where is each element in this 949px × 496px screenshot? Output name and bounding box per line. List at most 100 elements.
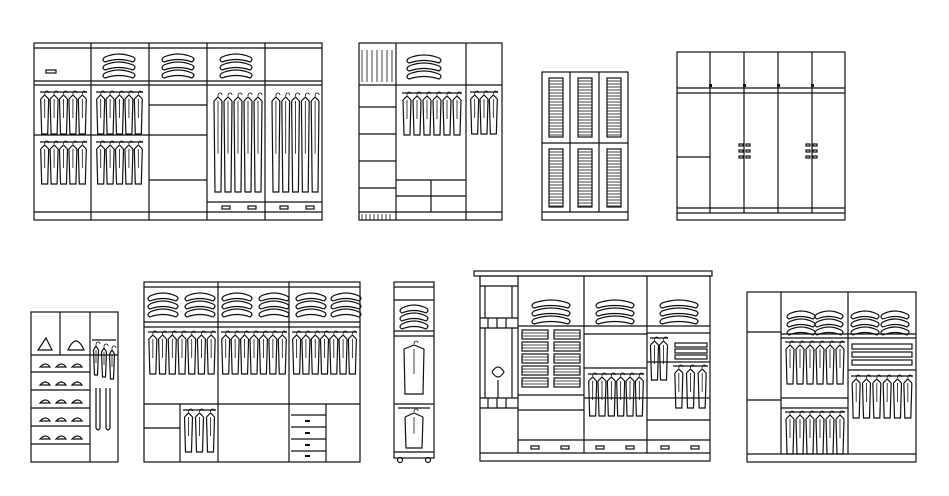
hanging-rod xyxy=(470,90,498,135)
hanging-garment-icon xyxy=(205,408,216,453)
hanging-garment-icon xyxy=(249,330,259,375)
folded-clothes-icon xyxy=(102,53,136,79)
hanging-rod xyxy=(402,91,462,136)
wardrobe-unit-1 xyxy=(33,42,323,221)
folded-clothes-icon xyxy=(880,310,910,336)
hanging-garment-icon xyxy=(347,330,357,375)
hanging-garment-icon xyxy=(157,330,168,375)
folded-clothes-icon xyxy=(161,53,195,79)
hanging-garment-icon xyxy=(685,364,696,409)
hanging-garment-icon xyxy=(785,410,795,455)
folded-clothes-icon xyxy=(850,310,880,336)
hanging-garment-icon xyxy=(221,330,231,375)
hanging-garment-icon xyxy=(488,90,498,135)
hanging-garment-icon xyxy=(148,330,158,375)
folded-clothes-icon xyxy=(786,310,816,336)
hanging-rod xyxy=(221,330,287,375)
handbag-icon xyxy=(36,336,53,351)
hanging-garment-icon xyxy=(606,372,616,417)
wardrobe-unit-9 xyxy=(746,291,917,463)
hanging-garment-icon xyxy=(301,330,311,375)
hanging-garment-icon xyxy=(785,340,795,385)
hanging-garment-icon xyxy=(815,410,825,455)
hanging-garment-icon xyxy=(77,140,87,185)
shoe-icon xyxy=(54,435,68,440)
hanging-rod xyxy=(96,90,143,135)
hanging-garment-icon xyxy=(223,92,233,193)
hanging-garment-icon xyxy=(795,410,805,455)
hanging-garment-icon xyxy=(96,90,106,135)
wardrobe-unit-5 xyxy=(30,311,119,463)
hanging-garment-icon xyxy=(167,330,177,375)
handbag-icon xyxy=(67,340,85,351)
folded-clothes-icon xyxy=(531,299,571,325)
shoe-icon xyxy=(38,417,52,422)
hanging-rod xyxy=(785,340,845,385)
hanging-garment-icon xyxy=(58,90,69,135)
hanging-garment-icon xyxy=(253,92,263,193)
hanging-garment-icon xyxy=(49,140,59,185)
hanging-garment-icon xyxy=(277,330,287,375)
shoe-icon xyxy=(54,381,68,386)
hanging-garment-icon xyxy=(49,90,59,135)
hanging-garment-icon xyxy=(108,345,117,380)
folded-clothes-icon xyxy=(295,292,327,318)
hanging-rod xyxy=(292,330,357,375)
hanging-garment-icon xyxy=(422,91,432,136)
hanging-rod xyxy=(649,336,669,381)
hanging-garment-icon xyxy=(124,140,134,185)
louver-slats-icon xyxy=(548,148,564,208)
hanging-garment-icon xyxy=(213,92,223,193)
hanging-garment-icon xyxy=(825,340,835,385)
shoe-icon xyxy=(70,399,84,404)
hanging-garment-icon xyxy=(861,374,872,419)
louver-slats-icon xyxy=(606,148,622,208)
hanging-garment-icon xyxy=(77,90,87,135)
louver-slats-icon xyxy=(548,77,564,138)
folded-clothes-icon xyxy=(399,304,429,330)
hanging-garment-icon xyxy=(194,408,205,453)
hanging-garment-icon xyxy=(96,140,106,185)
hanging-garment-icon xyxy=(319,330,330,375)
hanging-garment-icon xyxy=(114,90,125,135)
hanging-garment-icon xyxy=(872,374,882,419)
umbrella-icon xyxy=(95,388,101,431)
shoe-icon xyxy=(54,417,68,422)
louver-slats-icon xyxy=(577,77,593,138)
wardrobe-unit-2 xyxy=(358,42,503,221)
hanging-garment-icon xyxy=(805,410,815,455)
hanging-garment-icon xyxy=(196,330,207,375)
shoe-icon xyxy=(70,417,84,422)
hanging-garment-icon xyxy=(805,340,815,385)
hanging-garment-icon xyxy=(452,91,462,136)
hanging-garment-icon xyxy=(292,330,302,375)
hanging-rod xyxy=(588,372,644,417)
louver-slats-icon xyxy=(606,77,622,138)
wardrobe-unit-3 xyxy=(541,71,629,221)
folded-clothes-icon xyxy=(219,53,253,79)
hanging-garment-icon xyxy=(404,408,424,449)
hanging-rod xyxy=(851,374,913,419)
hanging-garment-icon xyxy=(402,91,412,136)
shoe-icon xyxy=(70,381,84,386)
hanging-garment-icon xyxy=(649,336,660,381)
folded-clothes-icon xyxy=(184,292,216,318)
shoe-icon xyxy=(38,399,52,404)
hanging-garment-icon xyxy=(239,330,250,375)
hanging-garment-icon xyxy=(281,92,291,193)
hanging-rod xyxy=(40,90,87,135)
hanging-garment-icon xyxy=(268,330,278,375)
shoe-icon xyxy=(70,363,84,368)
hanging-garment-icon xyxy=(310,330,320,375)
hanging-garment-icon xyxy=(40,90,50,135)
hanging-garment-icon xyxy=(697,364,707,409)
hanging-garment-icon xyxy=(479,90,489,135)
hanging-garment-icon xyxy=(658,336,669,381)
hanging-garment-icon xyxy=(616,372,626,417)
hanging-garment-icon xyxy=(825,410,835,455)
shoe-icon xyxy=(70,435,84,440)
hanging-garment-icon xyxy=(588,372,598,417)
hanging-garment-icon xyxy=(835,340,845,385)
hanging-garment-icon xyxy=(310,92,320,193)
hanging-garment-icon xyxy=(114,140,125,185)
